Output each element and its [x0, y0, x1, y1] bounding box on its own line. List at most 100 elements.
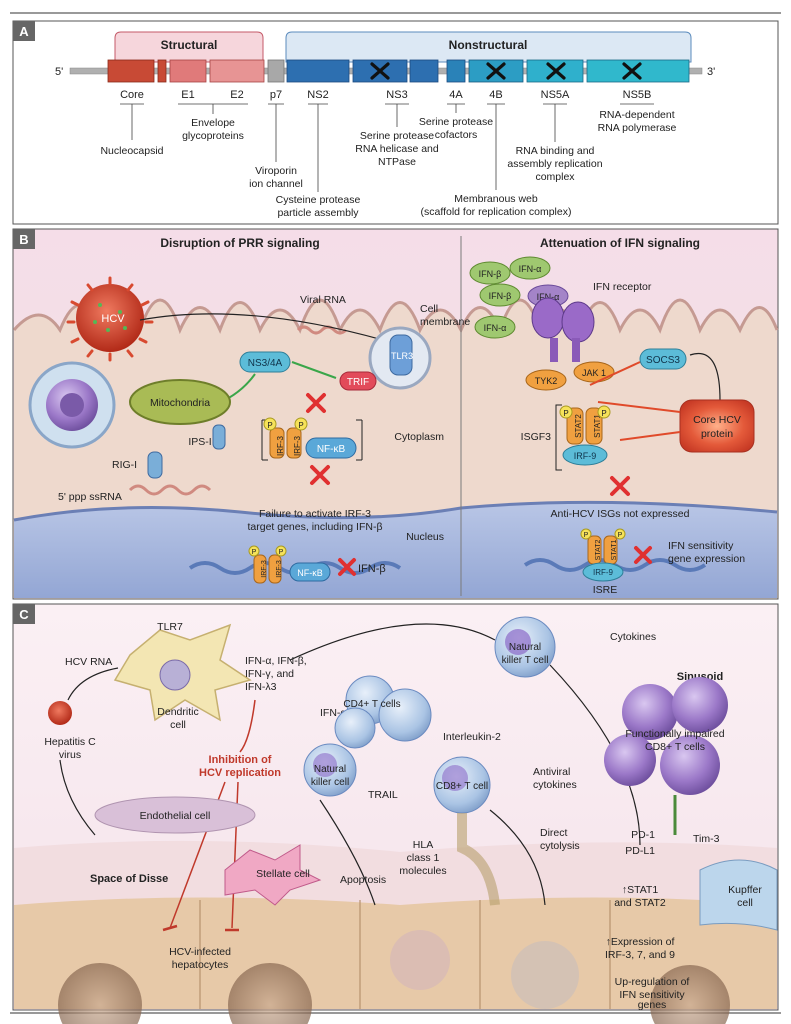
- p-mark-6: P: [601, 409, 606, 418]
- p-mark-3: P: [252, 549, 257, 556]
- ifnb-output-label: IFN-β: [358, 563, 386, 575]
- direct-label-1: Direct: [540, 827, 568, 839]
- fn-ns5a-3: complex: [535, 171, 575, 183]
- inhibition-label-2: HCV replication: [199, 767, 281, 779]
- gene-ns4a: [446, 59, 466, 83]
- dendritic-label-1: Dendritic: [157, 706, 198, 718]
- ifn-sens-label-1: IFN sensitivity: [668, 540, 734, 552]
- trail-label: TRAIL: [368, 789, 398, 801]
- fn-ns2-1: Cysteine protease: [276, 194, 361, 206]
- gene-ns5b: [586, 59, 690, 83]
- hla-label-2: class 1: [407, 852, 440, 864]
- hep-c-label-1: Hepatitis C: [44, 736, 96, 748]
- label-ns3: NS3: [386, 89, 407, 101]
- apoptosis-label: Apoptosis: [340, 874, 386, 886]
- ifn-a-1: IFN-α: [519, 264, 542, 274]
- upreg-label-2: IFN sensitivity: [619, 989, 685, 1001]
- arrow-hcv-dc: [67, 667, 119, 701]
- endosome: [28, 361, 116, 449]
- antiviral-label-2: cytokines: [533, 779, 577, 791]
- cell-membrane-label-1: Cell: [420, 303, 438, 315]
- cytokines-label: Cytokines: [610, 631, 656, 643]
- fn-ns3-1: Serine protease: [360, 130, 434, 142]
- irf3-complex-cyto: IRF-3 IRF-3 P P NF-κB: [263, 417, 357, 459]
- title-ifn: Attenuation of IFN signaling: [540, 236, 700, 250]
- core-hcv-protein: [679, 399, 755, 453]
- trif-protein: [339, 371, 377, 391]
- infected-label-2: hepatocytes: [172, 959, 229, 971]
- socs3-inhibition: [589, 361, 641, 386]
- p-mark-5: P: [563, 409, 568, 418]
- cell-membrane: [12, 298, 779, 335]
- fn-envelope-1: Envelope: [191, 117, 235, 129]
- endothelial-label: Endothelial cell: [140, 810, 211, 822]
- p-mark-7: P: [584, 532, 589, 539]
- cd4-cells: [334, 707, 376, 749]
- hep-c-label-2: virus: [59, 749, 81, 761]
- ifn-a-2: IFN-α: [484, 323, 507, 333]
- gene-ns2: [286, 59, 350, 83]
- nk-label-2: killer cell: [311, 777, 349, 788]
- isgf3-nucleus: STAT2 STAT1 P P IRF-9: [580, 528, 626, 582]
- stat1-nucleus-label: STAT1: [611, 540, 618, 561]
- kupffer-cell: [699, 859, 778, 931]
- p-mark-4: P: [279, 549, 284, 556]
- fn-ns4b-1: Membranous web: [454, 193, 538, 205]
- label-ns5b: NS5B: [623, 89, 652, 101]
- label-ns5a: NS5A: [541, 89, 570, 101]
- ifn-receptor-label: IFN receptor: [593, 281, 652, 293]
- irf9-nucleus-label: IRF-9: [593, 568, 614, 577]
- pdl1-label: PD-L1: [625, 845, 655, 857]
- nucleus-label: Nucleus: [406, 531, 444, 543]
- p-mark-1: P: [267, 421, 272, 430]
- arrow-cd8-cytolysis: [489, 809, 546, 906]
- fn-ns3-2: RNA helicase and: [355, 143, 439, 155]
- fn-core: Nucleocapsid: [100, 145, 163, 157]
- label-e2: E2: [230, 89, 243, 101]
- core-to-socs3-arrow: [689, 352, 721, 401]
- dendritic-label-2: cell: [170, 719, 186, 731]
- stellate-cell: [224, 844, 322, 906]
- gene-core-end: [157, 59, 167, 83]
- x-mark-ns4b: [486, 62, 506, 80]
- ifn-receptor: [531, 297, 595, 362]
- hcv-label: HCV: [101, 313, 125, 325]
- dendritic-nucleus: [159, 659, 191, 691]
- drug-target-marks: [370, 62, 642, 80]
- leader-lines: [120, 103, 654, 192]
- tyk2-label: TYK2: [535, 376, 558, 386]
- inhibition-label-1: Inhibition of: [209, 754, 272, 766]
- gene-core: [107, 59, 155, 83]
- ssrna-strand: [128, 484, 212, 496]
- fn-ns4b-2: (scaffold for replication complex): [421, 206, 572, 218]
- p-mark-8: P: [618, 532, 623, 539]
- nonstructural-box: [285, 31, 692, 63]
- core-hcv-label-2: protein: [701, 428, 733, 440]
- structural-box: [114, 31, 264, 63]
- stat2-nucleus-label: STAT2: [595, 540, 602, 561]
- arrow-ns34a-trif: [291, 361, 337, 379]
- jak1-label: JAK 1: [582, 368, 606, 378]
- fn-ns3-3: NTPase: [378, 156, 416, 168]
- irf3-complex-nucleus: IRF-3 IRF-3 P P NF-κB: [248, 545, 331, 584]
- tlr3-label: TLR3: [391, 351, 413, 361]
- label-ns4a: 4A: [449, 89, 463, 101]
- stat-label-2: and STAT2: [614, 897, 666, 909]
- ifn-list-3: IFN-λ3: [245, 681, 277, 693]
- x-mark-ns3: [370, 62, 390, 80]
- hcv-rna-label: HCV RNA: [65, 656, 112, 668]
- cd8-projection: [457, 813, 500, 906]
- viral-rna-strand: [296, 325, 348, 335]
- ifn-list-1: IFN-α, IFN-β,: [245, 655, 307, 667]
- fn-p7-1: Viroporin: [255, 165, 297, 177]
- ips1-protein: [212, 424, 226, 450]
- irf3-b-label: IRF-3: [293, 435, 302, 456]
- isgf3-label: ISGF3: [521, 431, 552, 443]
- panel-c: C TLR7 Dendritic cell HCV RNA Hepatitis …: [12, 603, 779, 1024]
- gene-e1: [169, 59, 207, 83]
- ifn-sens-label-2: gene expression: [668, 553, 745, 565]
- ips1-label: IPS-I: [188, 436, 211, 448]
- nfkb-label-nucleus: NF-κB: [297, 568, 323, 578]
